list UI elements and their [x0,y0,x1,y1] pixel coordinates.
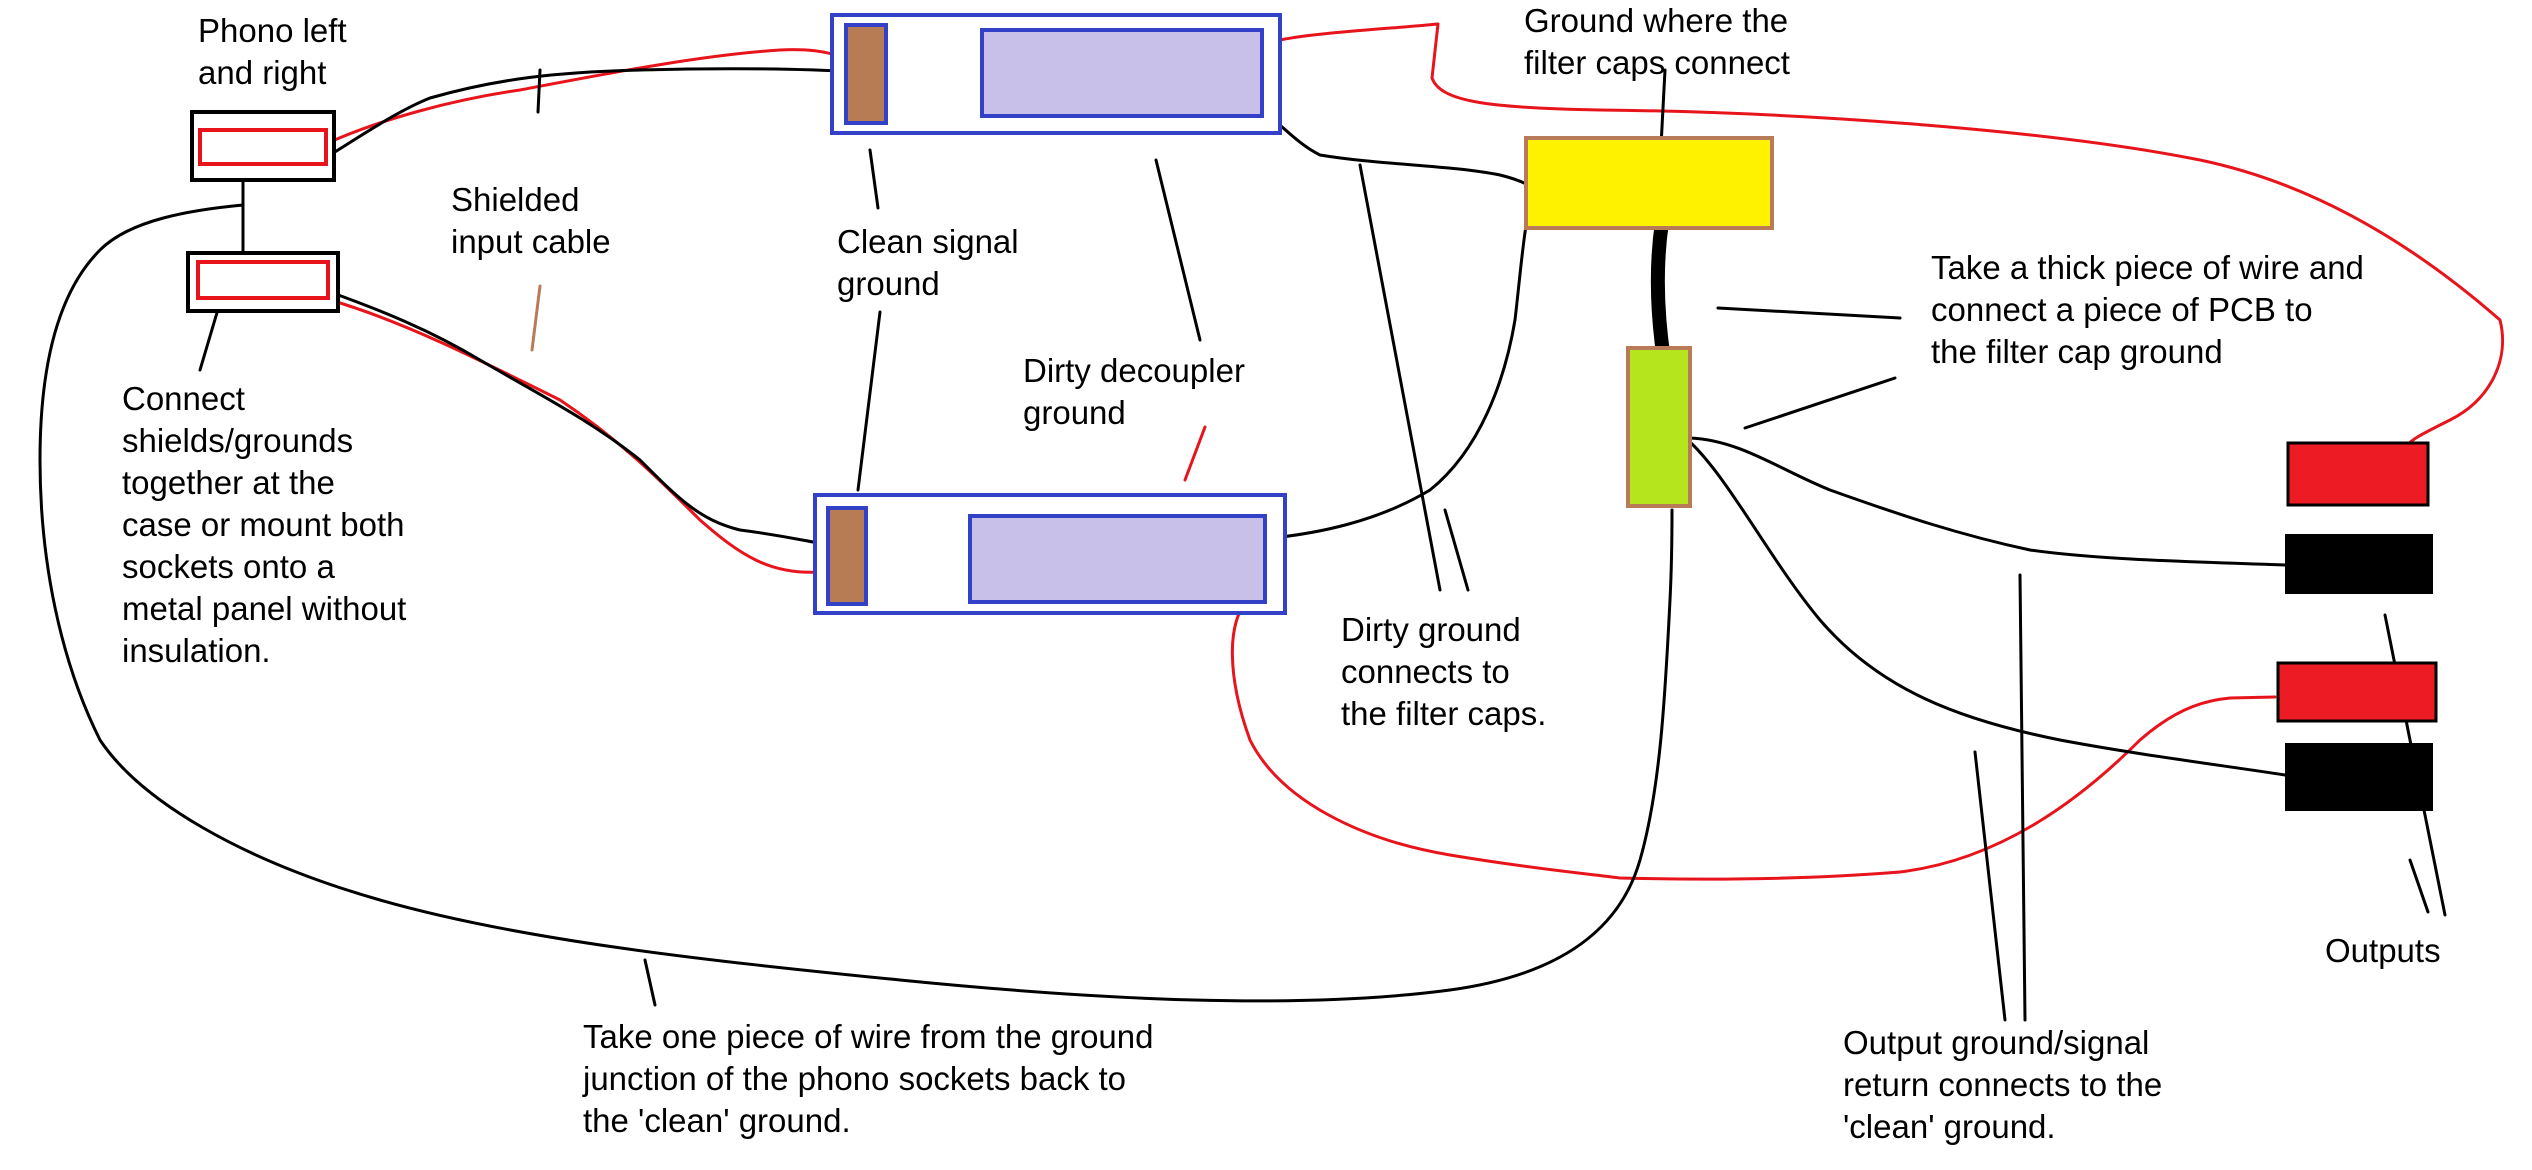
label-line: Connect [122,380,245,417]
label-line: Output ground/signal [1843,1024,2150,1061]
dirty-decoupler-pointer [1183,425,1207,482]
label-line: and right [198,54,327,91]
label-line: the filter cap ground [1931,333,2223,370]
thick-wire-filter-ground-to-pcb [1650,215,1671,367]
pointer-thick-wire-1 [1716,306,1902,320]
red-wire-phono-upper-to-top-board [328,48,860,144]
pointer-clean-signal-top [868,148,880,210]
label-line: connects to [1341,653,1510,690]
black-wire-pcb-to-upper-output-ground [1688,436,2287,567]
red-wires [328,22,2505,881]
pointer-shielded-cable [530,284,542,352]
label-line: metal panel without [122,590,407,627]
label-line: Dirty decoupler [1023,352,1245,389]
black-wire-phono-junction-to-clean-ground [38,203,1674,1003]
label-line: sockets onto a [122,548,335,585]
label-line: Shielded [451,181,580,218]
label-connect-shields: Connect shields/grounds together at the cas… [122,378,406,672]
label-line: 'clean' ground. [1843,1108,2056,1145]
output-upper-ground [2285,534,2433,594]
label-line: Dirty ground [1341,611,1521,648]
phono-sockets [186,110,340,313]
label-phono: Phono left and right [198,10,347,94]
label-dirty-ground-connects: Dirty ground connects to the filter caps. [1341,609,1546,735]
label-line: ground [1023,394,1126,431]
label-dirty-decoupler-ground: Dirty decoupler ground [1023,350,1245,434]
black-wire-bottom-board-dirty-to-filter-caps [1248,193,1537,542]
output-lower-ground [2285,743,2433,811]
black-wire-top-board-dirty-to-filter-caps [1243,98,1537,192]
label-line: shields/grounds [122,422,354,459]
label-output-ground-return: Output ground/signal return connects to t… [1843,1022,2162,1148]
pointer-thick-wire-2 [1743,376,1897,430]
output-lower-signal [2276,661,2438,723]
label-take-one-wire: Take one piece of wire from the ground ju… [583,1016,1154,1142]
pointer-output-ground-2 [1973,750,2007,1022]
amplifier-board-bottom [813,493,1287,615]
label-line: Clean signal [837,223,1019,260]
pointer-clean-signal-bottom [856,310,882,492]
red-wire-bottom-board-to-lower-output [1230,596,2277,881]
label-line: input cable [451,223,611,260]
label-line: the 'clean' ground. [583,1102,851,1139]
black-wire-phono-lower-to-bottom-board [328,290,832,547]
label-shielded-input-cable: Shielded input cable [451,179,611,263]
label-line: ground [837,265,940,302]
pointer-shielded-cable-top [536,68,542,114]
filter-cap-ground [1524,136,1774,230]
label-outputs: Outputs [2325,930,2441,972]
label-line: together at the [122,464,335,501]
top-board-dirty-decoupler-area [980,28,1264,118]
output-terminals [2276,441,2438,811]
bottom-board-dirty-decoupler-area [968,514,1267,604]
black-wire-pcb-to-lower-output-ground [1688,440,2287,777]
label-thick-wire: Take a thick piece of wire and connect a … [1931,247,2364,373]
label-ground-filter-caps: Ground where the filter caps connect [1524,0,1790,84]
pointer-dirty-ground-2 [1443,508,1470,592]
label-line: Outputs [2325,932,2441,969]
label-line: filter caps connect [1524,44,1790,81]
top-board-clean-ground-pad [844,23,888,125]
label-line: connect a piece of PCB to [1931,291,2313,328]
label-line: Take a thick piece of wire and [1931,249,2364,286]
label-line: return connects to the [1843,1066,2163,1103]
label-line: case or mount both [122,506,405,543]
pointer-outputs-2 [2408,858,2430,914]
label-line: Take one piece of wire from the ground [583,1018,1154,1055]
label-line: Phono left [198,12,347,49]
black-wire-phono-upper-to-top-board [328,67,860,157]
pointer-output-ground-1 [2018,573,2027,1022]
phono-socket-left-signal [198,128,328,166]
pcb-piece-clean-ground [1626,346,1692,508]
label-line: Ground where the [1524,2,1789,39]
amplifier-board-top [830,13,1282,135]
phono-socket-right-signal [196,260,330,300]
label-line: the filter caps. [1341,695,1547,732]
output-upper-signal [2286,441,2430,507]
pointer-dirty-ground-1 [1358,163,1442,592]
pointer-take-one [643,958,657,1007]
bottom-board-clean-ground-pad [826,506,868,606]
pointer-dirty-decoupler [1154,158,1202,342]
red-wire-top-board-to-upper-output [1278,22,2505,450]
label-line: insulation. [122,632,271,669]
label-clean-signal-ground: Clean signal ground [837,221,1019,305]
label-line: junction of the phono sockets back to [583,1060,1127,1097]
